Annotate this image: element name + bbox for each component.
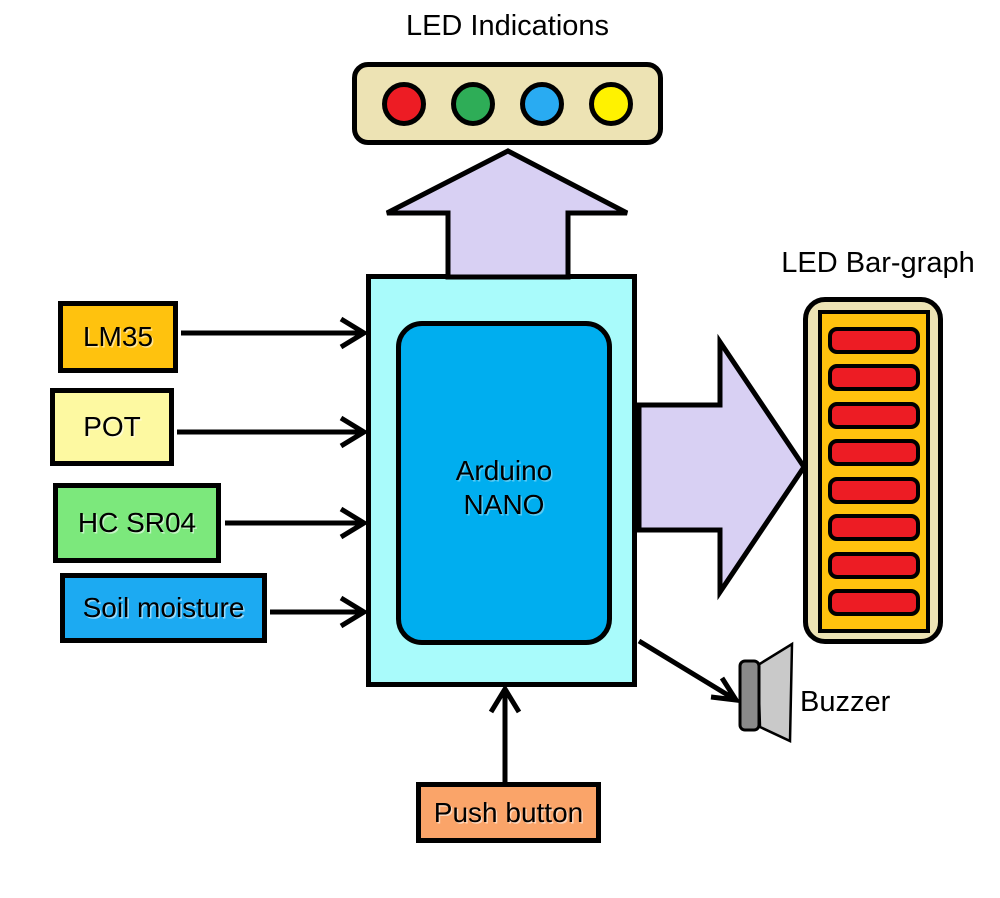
soil-moisture-box: Soil moisture xyxy=(60,573,267,643)
bar-segment xyxy=(828,439,920,467)
arduino-inner-box: Arduino NANO xyxy=(396,321,612,645)
pot-box: POT xyxy=(50,388,174,466)
bar-segment xyxy=(828,588,920,616)
buzzer-icon xyxy=(738,641,794,743)
soil-moisture-label: Soil moisture xyxy=(82,592,245,623)
hc-sr04-box: HC SR04 xyxy=(53,483,221,563)
right-block-arrow xyxy=(636,333,808,601)
soil-moisture-arrow xyxy=(270,595,369,629)
led-yellow xyxy=(589,81,633,126)
push-button-arrow xyxy=(488,684,522,782)
bar-segment xyxy=(828,514,920,542)
led-panel xyxy=(352,62,663,145)
bar-segment xyxy=(828,551,920,579)
hc-sr04-arrow xyxy=(225,506,369,540)
arduino-label-line1: Arduino xyxy=(455,455,553,486)
led-bargraph-title: LED Bar-graph xyxy=(781,247,975,279)
push-button-label: Push button xyxy=(433,796,584,828)
buzzer-arrow xyxy=(637,638,741,704)
bar-segment xyxy=(828,401,920,429)
lm35-arrow xyxy=(181,316,369,350)
lm35-label: LM35 xyxy=(82,321,154,352)
arduino-label-line2: NANO xyxy=(463,489,545,520)
push-button-box: Push button xyxy=(416,782,601,843)
led-red xyxy=(382,81,426,126)
bar-segment xyxy=(828,476,920,504)
pot-arrow xyxy=(177,415,369,449)
bargraph-inner xyxy=(818,310,930,633)
led-blue xyxy=(520,81,564,126)
led-green xyxy=(451,81,495,126)
bar-segment xyxy=(828,327,920,354)
lm35-box: LM35 xyxy=(58,301,178,373)
buzzer-driver xyxy=(738,659,761,732)
led-indications-title: LED Indications xyxy=(405,10,610,42)
buzzer-cone xyxy=(756,641,794,743)
hc-sr04-label: HC SR04 xyxy=(77,507,197,538)
bar-segment xyxy=(828,364,920,392)
pot-label: POT xyxy=(83,411,141,442)
buzzer-label: Buzzer xyxy=(800,686,891,718)
up-block-arrow xyxy=(385,148,629,280)
